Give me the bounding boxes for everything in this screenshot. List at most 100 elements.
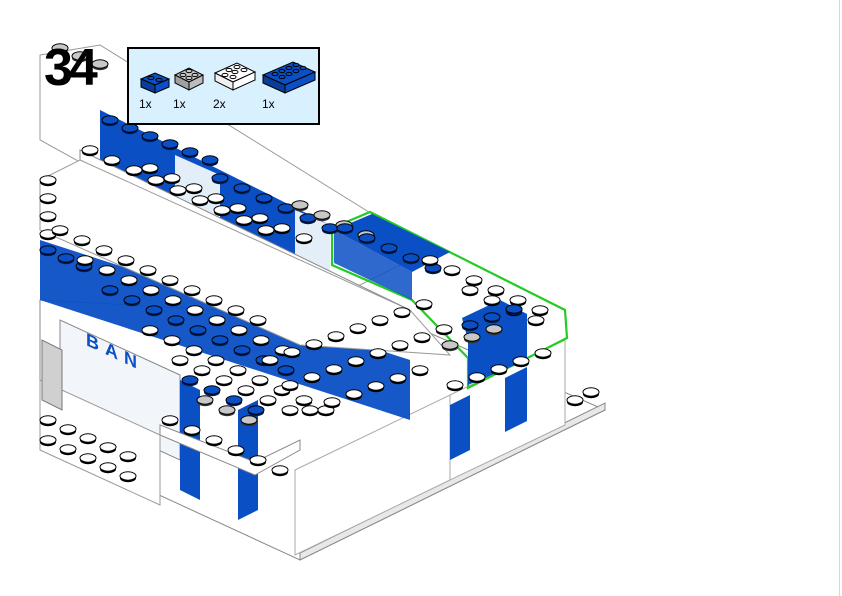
stud [487,285,505,297]
stud [225,395,243,407]
stud [73,235,91,247]
new-blue-brick-side [334,230,412,300]
stud [205,295,223,307]
stud [421,255,439,267]
stud [271,465,289,477]
stud [534,348,552,360]
stud [402,253,420,265]
stud [303,372,321,384]
stud [117,255,135,267]
stud [79,453,97,465]
stud [465,275,483,287]
stud [347,356,365,368]
stud [39,435,57,447]
stud [291,200,309,212]
stud [582,387,600,399]
stud [441,340,459,352]
stud [211,335,229,347]
stud [247,405,265,417]
stud [512,356,530,368]
stud [39,211,57,223]
stud [391,340,409,352]
stud [566,395,584,407]
stud [203,385,221,397]
stud [185,183,203,195]
stud [490,364,508,376]
stud [76,255,94,267]
stud [485,324,503,336]
stud [281,405,299,417]
stud [283,347,301,359]
new-blue-corner [462,300,527,385]
stud [349,323,367,335]
stud [121,123,139,135]
stud [358,233,376,245]
part-1x2-blue-brick [139,72,171,94]
stud [81,145,99,157]
stud [201,155,219,167]
stud [207,355,225,367]
stud [463,332,481,344]
stud [95,245,113,257]
stud [161,139,179,151]
stud [163,335,181,347]
right-pillar-blue-2 [505,367,527,432]
stud [237,385,255,397]
stud [99,442,117,454]
stud [273,223,291,235]
stud [101,285,119,297]
stud [259,395,277,407]
stud [213,205,231,217]
stud [185,345,203,357]
stud [313,210,331,222]
stud [164,295,182,307]
stud [59,444,77,456]
stud [161,275,179,287]
stud [207,193,225,205]
stud [345,389,363,401]
stud [367,381,385,393]
stud [336,223,354,235]
stud [167,315,185,327]
stud [119,471,137,483]
stud [249,455,267,467]
parts-list-box: 1x 1x 2x 1x [127,47,320,125]
stud [218,405,236,417]
stud [240,415,258,427]
stud [39,245,57,257]
stud [461,320,479,332]
stud [205,435,223,447]
stud [119,451,137,463]
stud [139,265,157,277]
stud [325,364,343,376]
stud [191,195,209,207]
stud [323,397,341,409]
stud [251,213,269,225]
stud [371,315,389,327]
stud [227,445,245,457]
page-edge [839,0,840,596]
stud [505,304,523,316]
stud [161,415,179,427]
stud [305,339,323,351]
part-2x3-white-brick [213,62,257,91]
stud [468,372,486,384]
stud [233,345,251,357]
stud [281,380,299,392]
stud [435,324,453,336]
stud [229,365,247,377]
stud [483,295,501,307]
part-2x4-blue-brick [261,61,317,94]
new-brick-highlight [330,210,569,390]
part-quantity: 1x [139,97,152,111]
stud [208,315,226,327]
part-quantity: 1x [173,97,186,111]
stud [101,115,119,127]
stud [171,355,189,367]
stud [57,253,75,265]
stud [141,325,159,337]
stud [98,265,116,277]
stud [257,225,275,237]
stud [103,155,121,167]
